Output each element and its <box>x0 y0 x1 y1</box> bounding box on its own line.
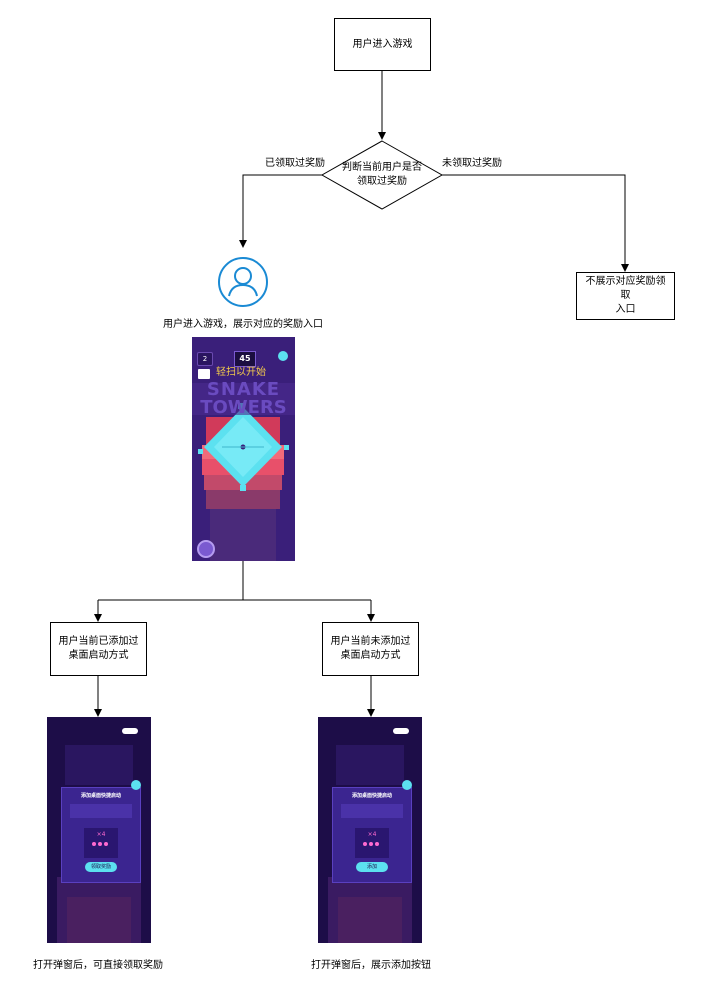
game-screenshot: 2 45 轻扫以开始 SNAKE TOWERS <box>192 337 295 561</box>
claim-reward-button[interactable]: 领取奖励 <box>85 862 117 872</box>
reward-count: ×4 <box>367 831 377 838</box>
popup-screenshot-add: 添加桌面快捷启动 ×4 添加 <box>318 717 422 943</box>
edge-not-claimed <box>442 174 629 272</box>
close-icon[interactable] <box>131 780 141 790</box>
popup-desc <box>341 804 403 818</box>
star-score: 45 <box>234 351 256 367</box>
popup-desc <box>70 804 132 818</box>
settings-icon[interactable] <box>278 351 288 361</box>
popup-dialog: 添加桌面快捷启动 ×4 领取奖励 <box>61 787 141 883</box>
popup-reward-card: ×4 <box>355 828 389 858</box>
add-button[interactable]: 添加 <box>356 862 388 872</box>
popup-screenshot-claim: 添加桌面快捷启动 ×4 领取奖励 <box>47 717 151 943</box>
caption-popup-claim: 打开弹窗后，可直接领取奖励 <box>33 960 163 971</box>
node-added-shortcut: 用户当前已添加过 桌面启动方式 <box>50 622 147 676</box>
swipe-hint: 轻扫以开始 <box>216 367 266 378</box>
popup-dialog: 添加桌面快捷启动 ×4 添加 <box>332 787 412 883</box>
popup-title: 添加桌面快捷启动 <box>351 793 392 799</box>
edge-label-claimed: 已领取过奖励 <box>265 158 325 169</box>
user-avatar-icon <box>218 257 268 307</box>
caption-user-entry: 用户进入游戏，展示对应的奖励入口 <box>163 319 323 330</box>
node-not-added-shortcut: 用户当前未添加过 桌面启动方式 <box>322 622 419 676</box>
snake-tower-art <box>192 337 295 561</box>
gift-icon[interactable] <box>198 369 210 379</box>
popup-title: 添加桌面快捷启动 <box>80 793 121 799</box>
edge-label-not-claimed: 未领取过奖励 <box>442 158 502 169</box>
capsule-menu-icon[interactable] <box>393 728 409 734</box>
reward-count: ×4 <box>96 831 106 838</box>
title-snake: SNAKE <box>206 379 281 400</box>
node-enter-game: 用户进入游戏 <box>334 18 431 71</box>
node-no-show: 不展示对应奖励领取 入口 <box>576 272 675 320</box>
capsule-menu-icon[interactable] <box>122 728 138 734</box>
gem-counter: 2 <box>197 352 213 366</box>
decision-diamond <box>320 140 444 210</box>
skin-icon[interactable] <box>197 540 215 558</box>
edge-claimed <box>239 174 322 248</box>
title-towers: TOWERS <box>200 397 287 418</box>
popup-reward-card: ×4 <box>84 828 118 858</box>
node-decision-label: 判断当前用户是否 领取过奖励 <box>342 162 422 187</box>
caption-popup-add: 打开弹窗后，展示添加按钮 <box>311 960 431 971</box>
close-icon[interactable] <box>402 780 412 790</box>
